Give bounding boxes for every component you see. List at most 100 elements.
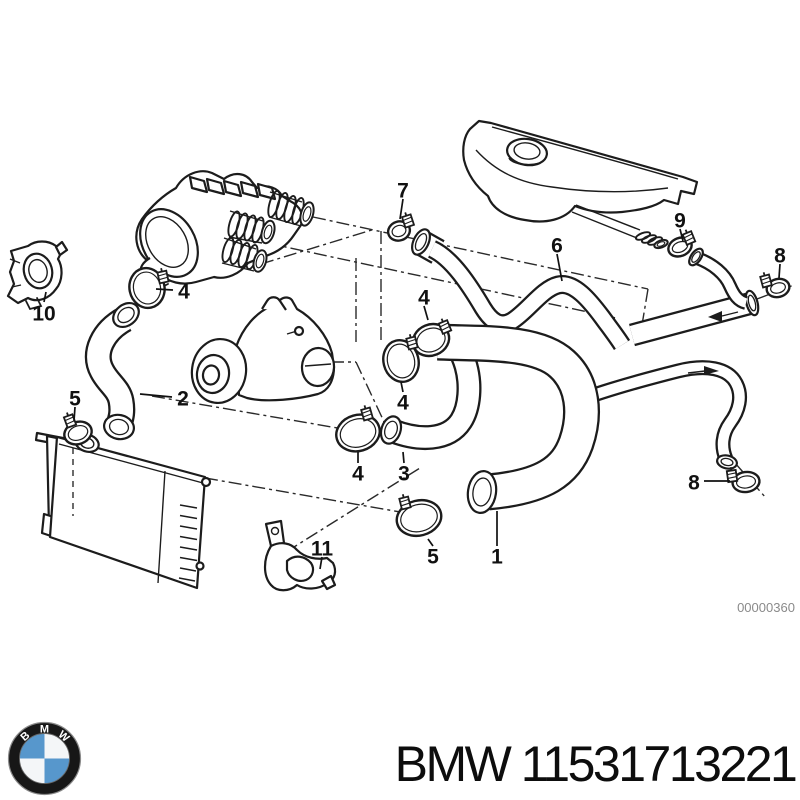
- callout-label-7: 7: [397, 180, 409, 203]
- logo-quadrant-br: [44, 758, 70, 784]
- phantom-line: [734, 462, 767, 499]
- hose-clamps: [62, 212, 791, 538]
- expansion-tank: [462, 119, 699, 239]
- hose-open-end: [716, 454, 738, 470]
- phantom-line: [260, 228, 376, 265]
- logo-quadrant-tr: [44, 733, 70, 759]
- callout-leader: [556, 253, 563, 282]
- callout-leader: [139, 393, 173, 398]
- callout-label-2: 2: [177, 388, 189, 411]
- hose-bore: [691, 251, 701, 263]
- nipple-bore: [255, 253, 265, 269]
- phantom-line: [266, 242, 617, 319]
- callout-leader: [400, 381, 404, 393]
- callout-leader: [778, 263, 781, 279]
- callout-labels: 7 9 6 8 10 4 4 4 2 5 4 3 5 1 8 11: [32, 180, 786, 570]
- flow-arrow-left-icon: [708, 311, 722, 322]
- clamp-screw: [400, 212, 416, 229]
- callout-leader: [319, 556, 323, 570]
- nipple-bore: [302, 206, 312, 222]
- nipple-bore: [263, 224, 273, 240]
- callout-label-6: 6: [551, 235, 563, 258]
- part-number-text: BMW 11531713221: [395, 736, 796, 792]
- holder-bracket-10: [6, 240, 69, 311]
- logo-quadrant-tl: [19, 733, 45, 759]
- callout-label-4: 4: [397, 392, 409, 415]
- hose-bore: [108, 418, 130, 436]
- logo-inner-ring: [19, 733, 70, 784]
- hose-clamp: [386, 212, 416, 242]
- clamp-screw: [398, 494, 412, 511]
- nipple-open-end: [653, 238, 669, 250]
- callout-label-8: 8: [774, 245, 786, 268]
- hose-clamp: [725, 466, 761, 494]
- phantom-line: [204, 477, 407, 514]
- hose-bore: [117, 306, 135, 324]
- bmw-logo: B M W: [7, 721, 82, 796]
- hose-clamp: [395, 494, 443, 538]
- callout-leader: [679, 228, 684, 242]
- radiator-hose-2: [84, 301, 140, 441]
- hose-bore: [472, 477, 492, 507]
- callout-label-1: 1: [491, 546, 503, 569]
- hose-6-upper: [427, 240, 631, 351]
- housing-bosses: [188, 175, 277, 201]
- watermark-number: 00000360: [737, 600, 795, 615]
- hose-1: [437, 323, 600, 514]
- hose-clamp: [411, 318, 453, 358]
- flow-arrow-right-icon: [704, 366, 719, 375]
- nipple-bore: [656, 241, 666, 247]
- callout-label-5: 5: [427, 546, 439, 569]
- water-pump: [190, 296, 336, 405]
- callout-label-4: 4: [418, 287, 430, 310]
- flow-arrows: [687, 311, 739, 375]
- hose-clamp: [128, 266, 170, 310]
- hose-bore: [747, 294, 757, 312]
- callout-leader: [155, 288, 174, 291]
- clamp-screw: [360, 405, 374, 422]
- logo-quadrant-bl: [19, 758, 45, 784]
- callout-label-9: 9: [674, 210, 686, 233]
- callout-leader: [399, 198, 404, 220]
- clamp-screw: [156, 268, 170, 285]
- supply-tube: [629, 289, 760, 347]
- clamp-screw: [759, 272, 773, 289]
- hose-clamp: [335, 405, 381, 453]
- callout-leader: [423, 305, 429, 321]
- hose-bore: [720, 457, 734, 467]
- phantom-line: [312, 216, 649, 290]
- nipple-open-end: [299, 201, 315, 227]
- callout-label-10: 10: [32, 303, 55, 326]
- callout-label-5: 5: [69, 388, 81, 411]
- callout-label-3: 3: [398, 463, 410, 486]
- radiator: [34, 431, 212, 590]
- hose-open-end: [411, 228, 431, 256]
- hose-bore: [384, 420, 398, 440]
- nipple-ring: [640, 234, 658, 244]
- tank-hose: [688, 247, 749, 310]
- phantom-line: [285, 467, 421, 553]
- hose-clamp: [667, 229, 697, 258]
- callout-label-8: 8: [688, 472, 700, 495]
- phantom-line: [355, 361, 387, 427]
- callout-leader: [427, 538, 434, 547]
- clamp-screw: [437, 318, 453, 335]
- hoses: [84, 228, 760, 514]
- hose-6-lower: [571, 360, 748, 470]
- callout-label-11: 11: [311, 538, 334, 561]
- ribbed-nipples: [221, 190, 669, 273]
- hose-clamp: [759, 272, 791, 299]
- callout-leader: [43, 291, 47, 303]
- clamp-screw: [681, 229, 697, 246]
- callout-label-4: 4: [178, 281, 190, 304]
- clamp-screw: [725, 466, 739, 484]
- support-bracket-11: [263, 519, 337, 592]
- hose-clamp: [382, 334, 420, 384]
- callout-label-4: 4: [352, 463, 364, 486]
- radiator-fins: [178, 504, 198, 582]
- callout-leader: [402, 451, 405, 464]
- logo-letter-m: M: [40, 724, 49, 736]
- clamp-screw: [405, 334, 419, 351]
